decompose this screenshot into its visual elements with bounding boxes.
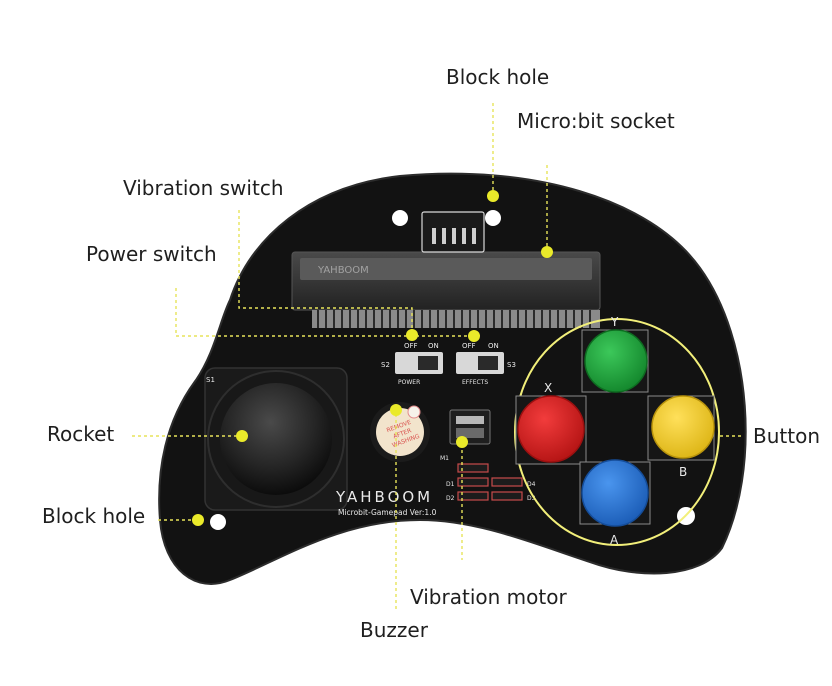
block-hole-top-left xyxy=(392,210,408,226)
s1-label: S1 xyxy=(206,376,215,384)
vibration-motor xyxy=(449,409,491,445)
block-hole-bottom-left xyxy=(210,514,226,530)
power-label: POWER xyxy=(398,379,420,386)
power-switch-s3 xyxy=(456,352,504,374)
button-a-label: A xyxy=(610,533,619,547)
button-cluster-ring xyxy=(514,318,720,546)
button-x-label: X xyxy=(544,381,552,395)
d3-label: D3 xyxy=(527,495,536,502)
vibration-switch xyxy=(395,352,443,374)
switch-on-label-1: ON xyxy=(428,342,439,350)
d2-label: D2 xyxy=(446,495,455,502)
block-hole-top-right xyxy=(485,210,501,226)
button-x[interactable] xyxy=(517,395,585,463)
buzzer: REMOVE AFTER WASHING xyxy=(370,402,430,462)
switch-on-label-2: ON xyxy=(488,342,499,350)
socket-pins xyxy=(312,310,600,328)
board-model: Microbit-Gamepad Ver:1.0 xyxy=(338,508,437,517)
label-buzzer: Buzzer xyxy=(360,618,429,642)
s3-label: S3 xyxy=(507,361,516,369)
label-block-hole-bottom: Block hole xyxy=(42,504,145,528)
label-vibration-switch: Vibration switch xyxy=(123,176,284,200)
label-vibration-motor: Vibration motor xyxy=(410,585,567,609)
socket-slot xyxy=(300,258,592,280)
label-button: Button xyxy=(753,424,820,448)
button-y-label: Y xyxy=(610,315,619,329)
effects-label: EFFECTS xyxy=(462,379,488,386)
d1-label: D1 xyxy=(446,481,455,488)
label-microbit-socket: Micro:bit socket xyxy=(517,109,675,133)
joystick xyxy=(204,367,348,511)
button-y[interactable] xyxy=(584,329,648,393)
diodes xyxy=(457,463,523,501)
switch-off-label-2: OFF xyxy=(462,342,476,350)
label-rocket: Rocket xyxy=(47,422,114,446)
callout-leaders xyxy=(132,103,742,610)
label-block-hole-top: Block hole xyxy=(446,65,549,89)
button-b-label: B xyxy=(679,465,687,479)
button-a[interactable] xyxy=(581,459,649,527)
button-b[interactable] xyxy=(651,395,715,459)
s2-label: S2 xyxy=(381,361,390,369)
top-connector-pads xyxy=(432,228,476,244)
label-power-switch: Power switch xyxy=(86,242,217,266)
socket-print: YAHBOOM xyxy=(317,265,369,276)
m1-label: M1 xyxy=(440,455,449,462)
d4-label: D4 xyxy=(527,481,536,488)
brand-logo: YAHBOOM xyxy=(335,488,433,506)
callout-dots xyxy=(192,190,553,526)
switch-off-label-1: OFF xyxy=(404,342,418,350)
